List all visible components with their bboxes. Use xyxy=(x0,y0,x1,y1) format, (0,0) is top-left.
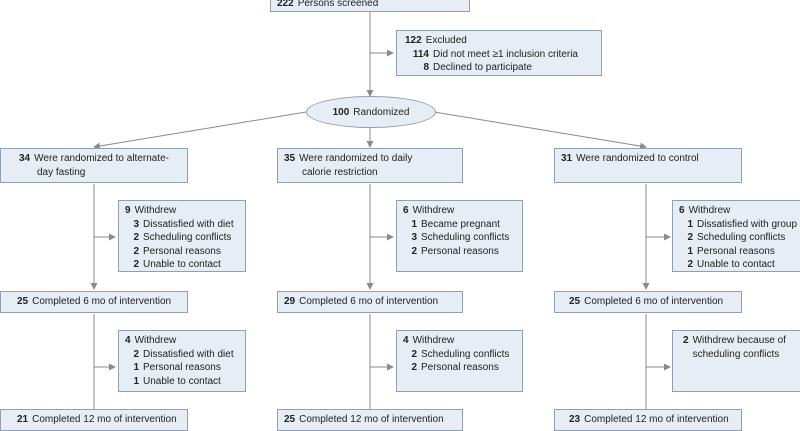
allocation-line-1: Were randomized to alternate- xyxy=(34,153,170,164)
withdrew-count: 9 xyxy=(125,205,131,216)
randomized-count: 100 xyxy=(332,106,350,118)
completed-label: Completed 6 mo of intervention xyxy=(299,296,439,307)
excluded-item-label: Declined to participate xyxy=(433,62,532,73)
completed-count: 23 xyxy=(569,414,581,425)
reason-count: 1 xyxy=(133,375,139,387)
reason-count: 2 xyxy=(133,348,139,360)
withdrew-label: Withdrew xyxy=(412,205,455,216)
reason-label: Personal reasons xyxy=(421,362,499,373)
excluded-label: Excluded xyxy=(425,35,467,46)
reason-count: 2 xyxy=(411,348,417,360)
reason-count: 2 xyxy=(411,362,417,373)
allocation-count: 34 xyxy=(19,153,31,164)
completed-count: 29 xyxy=(284,296,296,307)
allocation-count: 35 xyxy=(284,153,296,164)
reason-label: Dissatisfied with group xyxy=(697,218,798,230)
allocation-line-2: day fasting xyxy=(37,166,86,178)
withdrew-count: 2 xyxy=(683,335,689,346)
withdrew-count: 6 xyxy=(403,205,409,216)
screened-count: 222 xyxy=(277,0,294,9)
connector-lines xyxy=(90,12,671,419)
reason-label: Scheduling conflicts xyxy=(421,232,510,243)
withdrew-count: 4 xyxy=(403,335,409,346)
withdrew-count: 4 xyxy=(125,335,131,346)
reason-label: Dissatisfied with diet xyxy=(143,218,234,230)
reason-count: 2 xyxy=(133,259,139,270)
reason-count: 2 xyxy=(133,232,139,243)
reason-label: Scheduling conflicts xyxy=(421,348,510,360)
completed-label: Completed 12 mo of intervention xyxy=(584,414,729,425)
reason-label: Unable to contact xyxy=(697,259,775,270)
reason-label: Became pregnant xyxy=(421,218,500,230)
completed-label: Completed 12 mo of intervention xyxy=(299,414,444,425)
completed-label: Completed 12 mo of intervention xyxy=(32,414,177,425)
reason-count: 2 xyxy=(687,259,693,270)
screened-label: Persons screened xyxy=(297,0,379,9)
reason-label: Personal reasons xyxy=(143,245,221,257)
completed-label: Completed 6 mo of intervention xyxy=(584,296,724,307)
excluded-item-label: Did not meet ≥1 inclusion criteria xyxy=(433,48,578,60)
arm-branch-right xyxy=(433,111,647,150)
reason-count: 1 xyxy=(687,245,693,257)
excluded-item-count: 114 xyxy=(412,48,429,60)
reason-count: 1 xyxy=(133,362,139,373)
reason-label: Personal reasons xyxy=(697,245,775,257)
completed-count: 25 xyxy=(284,414,296,425)
reason-label: Unable to contact xyxy=(143,259,221,270)
reason-count: 1 xyxy=(687,218,693,230)
reason-count: 1 xyxy=(411,218,417,230)
completed-count: 25 xyxy=(17,296,29,307)
randomized-label: Randomized xyxy=(353,106,410,118)
excluded-count: 122 xyxy=(405,35,422,46)
arm-branch-left xyxy=(93,111,307,150)
reason-count: 3 xyxy=(411,232,417,243)
completed-count: 21 xyxy=(17,414,29,425)
allocation-count: 31 xyxy=(561,153,573,164)
withdrew-label: Withdrew xyxy=(412,335,455,346)
completed-count: 25 xyxy=(569,296,581,307)
withdrew-line-1: Withdrew because of xyxy=(692,335,786,346)
reason-label: Unable to contact xyxy=(143,375,221,387)
reason-label: Personal reasons xyxy=(143,362,221,373)
reason-label: Dissatisfied with diet xyxy=(143,348,234,360)
reason-label: Personal reasons xyxy=(421,245,499,257)
reason-count: 2 xyxy=(687,232,693,243)
withdrew-label: Withdrew xyxy=(134,205,177,216)
reason-count: 2 xyxy=(133,245,139,257)
reason-count: 3 xyxy=(133,218,139,230)
reason-label: Scheduling conflicts xyxy=(143,232,232,243)
allocation-line-1: Were randomized to daily xyxy=(299,153,413,164)
withdrew-label: Withdrew xyxy=(688,205,731,216)
withdrew-count: 6 xyxy=(679,205,685,216)
withdrew-line-2: scheduling conflicts xyxy=(692,348,780,360)
completed-label: Completed 6 mo of intervention xyxy=(32,296,172,307)
reason-count: 2 xyxy=(411,245,417,257)
allocation-line-2: calorie restriction xyxy=(302,166,378,178)
withdrew-label: Withdrew xyxy=(134,335,177,346)
reason-label: Scheduling conflicts xyxy=(697,232,786,243)
allocation-line-1: Were randomized to control xyxy=(576,153,699,164)
excluded-item-count: 8 xyxy=(423,62,429,73)
